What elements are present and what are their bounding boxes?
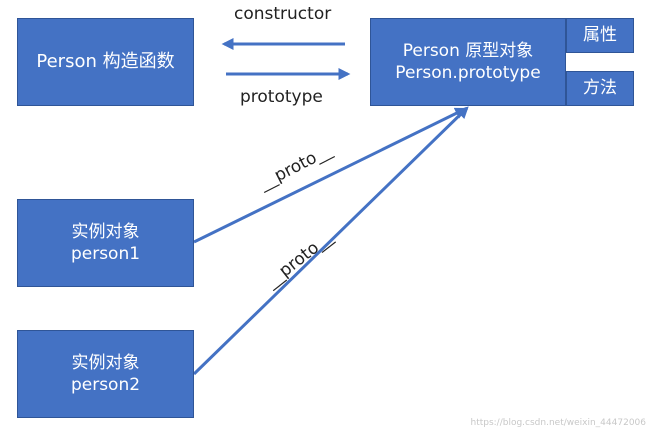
instance2-title: 实例对象 — [71, 352, 140, 373]
prototype-node-title: Person 原型对象 — [402, 40, 534, 61]
instance2-name: person2 — [70, 375, 141, 395]
instance-node-person1: 实例对象 person1 — [17, 199, 194, 287]
prototype-node: Person 原型对象 Person.prototype — [370, 18, 566, 106]
watermark: https://blog.csdn.net/weixin_44472006 — [470, 418, 646, 428]
constructor-node-label: Person 构造函数 — [36, 51, 175, 73]
method-node: 方法 — [566, 71, 634, 106]
prototype-edge-label: prototype — [240, 87, 323, 107]
prototype-node-subtitle: Person.prototype — [395, 63, 541, 83]
method-node-label: 方法 — [583, 78, 617, 99]
property-node: 属性 — [566, 18, 634, 53]
property-node-label: 属性 — [583, 25, 617, 46]
instance-node-person2: 实例对象 person2 — [17, 330, 194, 418]
instance1-name: person1 — [70, 244, 141, 264]
constructor-edge-label: constructor — [234, 4, 332, 24]
constructor-node: Person 构造函数 — [17, 18, 194, 106]
proto-arrow-person2 — [192, 106, 469, 376]
proto-arrow-person1 — [193, 107, 468, 244]
instance1-title: 实例对象 — [71, 221, 140, 242]
